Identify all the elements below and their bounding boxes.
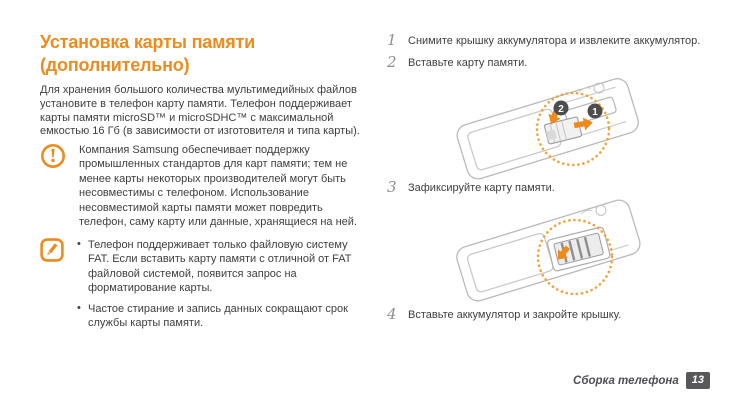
lock-arrow-icon	[557, 245, 571, 260]
highlight-circle	[535, 91, 611, 167]
warning-note-text: Компания Samsung обеспечивает поддержку …	[79, 144, 358, 229]
svg-text:2: 2	[558, 104, 564, 115]
page-title-line1: Установка карты памяти	[40, 32, 256, 52]
callout-badge-2: 2	[553, 100, 569, 116]
step-text-4: Вставьте аккумулятор и закройте крышку.	[408, 309, 622, 321]
page-title-line2: (дополнительно)	[40, 54, 190, 75]
page-number-badge: 13	[685, 372, 710, 389]
phone-illustration-lock-card	[450, 194, 670, 310]
intro-paragraph: Для хранения большого количества мультим…	[40, 84, 360, 138]
exclamation-circle-icon	[40, 143, 66, 229]
highlight-circle	[536, 218, 614, 296]
callout-badge-1: 1	[587, 103, 603, 119]
info-bullet-1: Телефон поддерживает только файловую сис…	[77, 237, 361, 296]
warning-note: Компания Samsung обеспечивает поддержку …	[40, 143, 370, 229]
info-note: Телефон поддерживает только файловую сис…	[40, 237, 370, 336]
step-number-1: 1	[387, 31, 397, 49]
step-row-1: 1 Снимите крышку аккумулятора и извлекит…	[387, 31, 742, 49]
footer-section-label: Сборка телефона	[573, 374, 679, 387]
svg-text:1: 1	[592, 107, 598, 118]
step-text-3: Зафиксируйте карту памяти.	[408, 182, 555, 194]
pen-note-icon	[40, 238, 64, 336]
step-number-3: 3	[387, 178, 397, 196]
page-title: Установка карты памяти (дополнительно)	[40, 31, 380, 76]
step-row-3: 3 Зафиксируйте карту памяти.	[387, 178, 742, 196]
info-note-list: Телефон поддерживает только файловую сис…	[77, 237, 361, 336]
step-number-2: 2	[387, 53, 397, 71]
step-row-2: 2 Вставьте карту памяти.	[387, 53, 742, 71]
step-text-1: Снимите крышку аккумулятора и извлеките …	[408, 35, 701, 47]
memory-card	[544, 116, 583, 145]
step-text-2: Вставьте карту памяти.	[408, 57, 528, 69]
insert-arrow-icon	[573, 117, 593, 131]
page-footer: Сборка телефона 13	[573, 372, 710, 389]
step-row-4: 4 Вставьте аккумулятор и закройте крышку…	[387, 305, 742, 323]
info-bullet-2: Частое стирание и запись данных сокращаю…	[77, 301, 361, 331]
phone-illustration-insert-card: 2 1	[450, 64, 670, 192]
step-number-4: 4	[387, 305, 397, 323]
